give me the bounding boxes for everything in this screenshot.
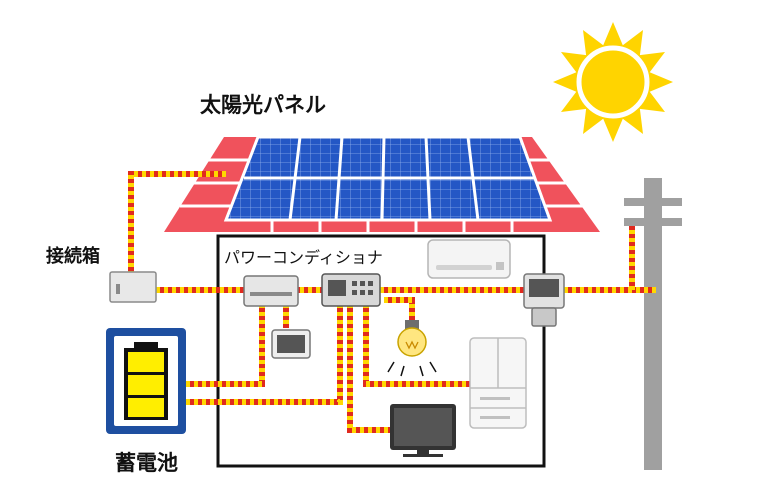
wiring <box>128 171 656 433</box>
television-icon <box>390 404 456 457</box>
power-conditioner-label: パワーコンディショナ <box>224 248 383 267</box>
house-outline <box>216 234 546 468</box>
battery-icon <box>106 328 186 434</box>
junction-box-label: 接続箱 <box>46 246 100 267</box>
air-conditioner-icon <box>427 239 511 279</box>
utility-pole-icon <box>624 178 682 470</box>
power-conditioner-icon <box>243 275 299 307</box>
controller-icon <box>321 273 381 307</box>
solar-panel-label: 太陽光パネル <box>200 93 326 117</box>
solar-panel-icon <box>223 135 553 222</box>
sun-icon <box>553 22 673 142</box>
monitor-icon <box>271 329 311 359</box>
light-bulb-icon <box>387 320 437 377</box>
junction-box-icon <box>109 271 157 303</box>
refrigerator-icon <box>469 337 527 429</box>
storage-battery-label: 蓄電池 <box>115 451 178 475</box>
power-meter-icon <box>523 273 565 327</box>
